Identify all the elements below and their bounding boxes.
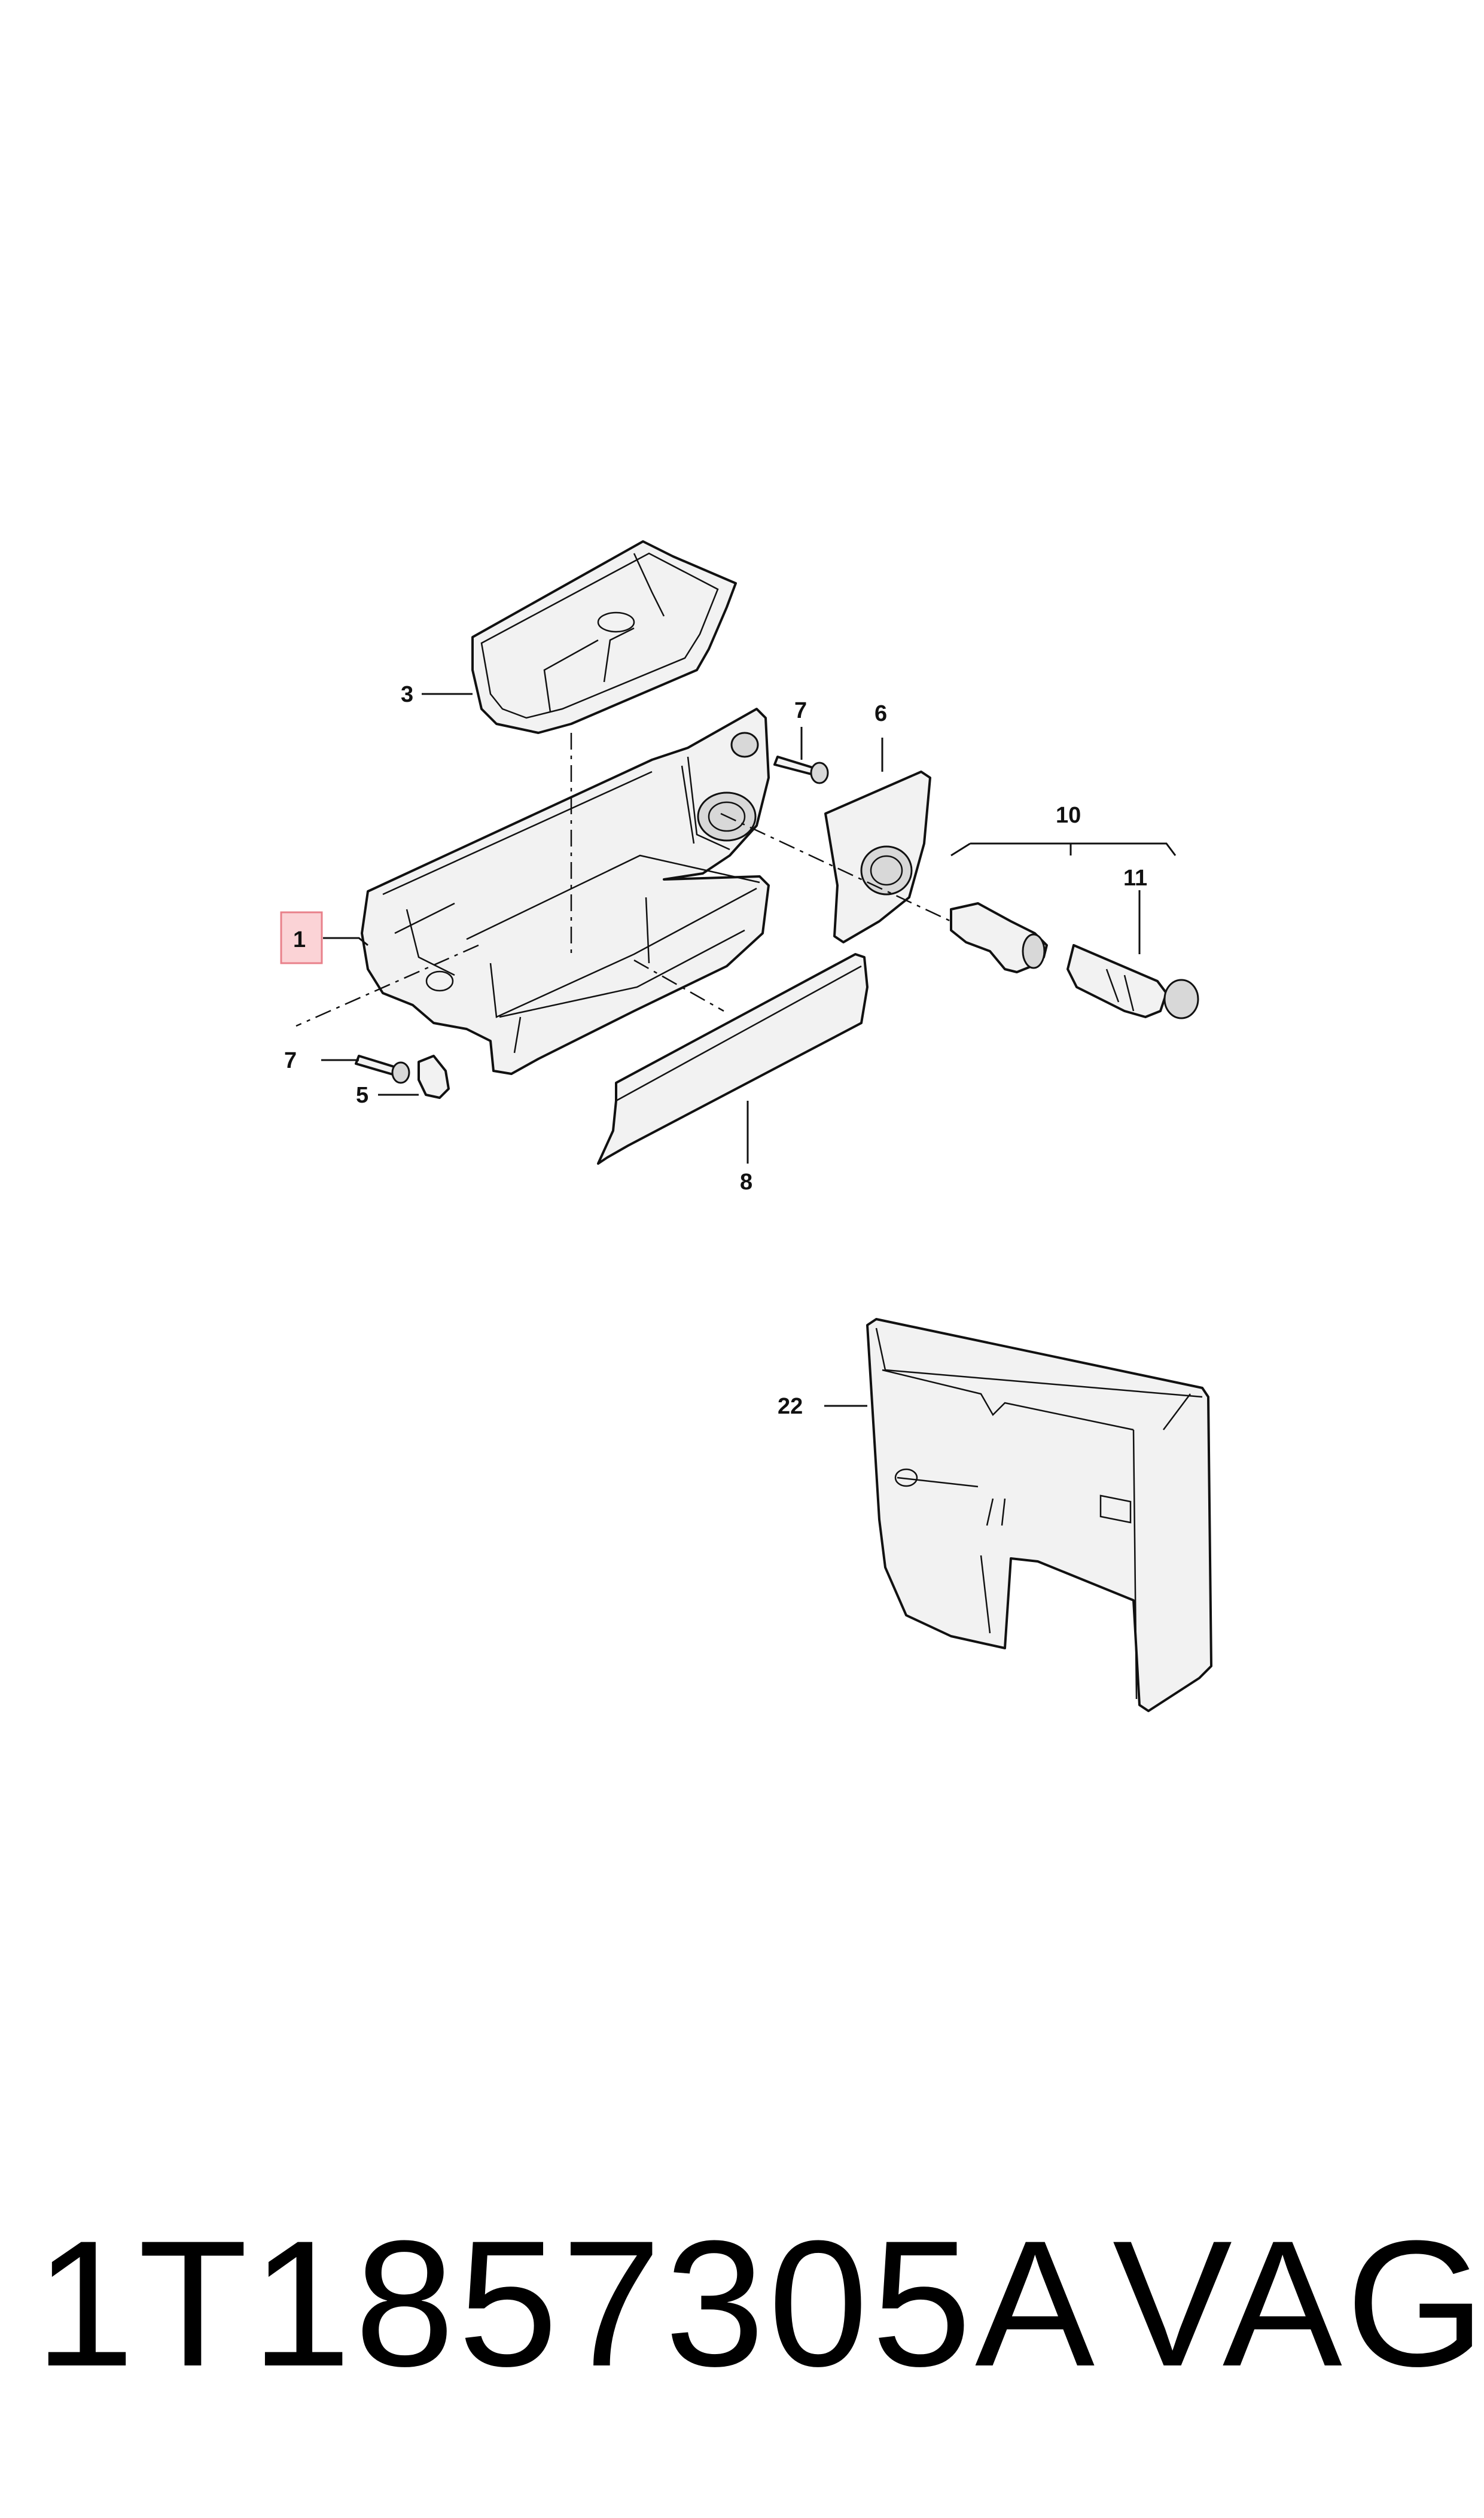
part-8-trim-strip — [597, 953, 869, 1165]
callout-6: 6 — [874, 701, 887, 726]
callout-22: 22 — [778, 1394, 803, 1419]
part-number: 1T1857305A — [35, 2203, 1099, 2404]
part-3-upper-tray — [471, 540, 737, 734]
callout-3: 3 — [401, 682, 413, 707]
part-7-screw-lower — [355, 1055, 410, 1084]
callout-11: 11 — [1123, 866, 1147, 891]
part-6-end-cap — [824, 771, 931, 943]
callout-10: 10 — [1056, 803, 1081, 828]
part-7-screw-upper — [773, 756, 829, 784]
part-1-console-body — [361, 708, 770, 1075]
part-5-clip — [418, 1055, 450, 1099]
leader-lines — [321, 693, 1177, 1407]
assembly-lines — [295, 733, 952, 1027]
part-22-liner — [866, 1318, 1212, 1712]
callout-7-lower: 7 — [284, 1048, 297, 1073]
part-10-socket — [950, 902, 1048, 973]
brand-name: VAG — [1113, 2203, 1484, 2404]
callout-1-highlight — [280, 911, 323, 964]
part-11-lighter — [1066, 944, 1199, 1019]
callout-7-upper: 7 — [794, 698, 807, 723]
callout-1: 1 — [293, 927, 306, 952]
callout-8: 8 — [740, 1170, 752, 1195]
callout-5: 5 — [356, 1083, 368, 1108]
